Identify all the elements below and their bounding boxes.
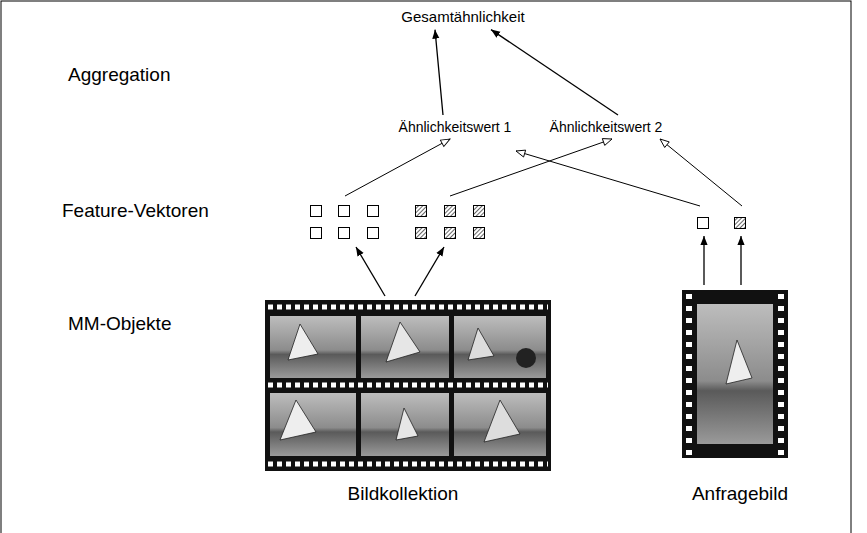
feature-arrow: [516, 151, 700, 206]
surfer: [516, 348, 536, 368]
hollow-arrows: [345, 139, 742, 206]
image-collection: [265, 300, 551, 471]
feature-square: [698, 218, 709, 229]
photo: [454, 393, 546, 456]
feature-arrow: [450, 139, 612, 196]
similarity-text: Gesamtähnlichkeit: [398, 7, 527, 26]
feature-square: [311, 228, 322, 239]
photo: [361, 393, 449, 456]
node-text: Gesamtähnlichkeit: [401, 8, 524, 25]
feature-square: [339, 228, 350, 239]
film-strip: [682, 290, 788, 458]
similarity-text: Ähnlichkeitswert 1: [396, 118, 515, 136]
sail: [280, 400, 316, 440]
feature-arrow: [660, 139, 742, 206]
extraction-arrow: [415, 247, 444, 296]
hatched-square: [445, 206, 456, 217]
hatched-square: [416, 228, 427, 239]
photo: [361, 316, 449, 378]
node-text: Ähnlichkeitswert 2: [550, 119, 663, 135]
feature-vectors-query: [698, 218, 746, 229]
image-caption: Anfragebild: [692, 483, 788, 505]
extraction-arrow: [740, 236, 741, 285]
hatched-square: [735, 218, 746, 229]
extraction-arrow: [356, 247, 385, 296]
film-sheet: [265, 300, 551, 471]
feature-arrow: [345, 139, 450, 196]
layer-label: MM-Objekte: [68, 313, 171, 335]
aggregation-arrow: [491, 30, 618, 115]
photo: [454, 316, 546, 378]
similarity-text: Ähnlichkeitswert 2: [547, 118, 666, 136]
feature-square: [339, 206, 350, 217]
hatched-square: [416, 206, 427, 217]
sprocket-holes: [686, 294, 692, 455]
sprocket-holes: [268, 383, 548, 388]
sail: [468, 328, 494, 360]
photo: [270, 316, 356, 378]
aggregation-arrow: [435, 30, 443, 115]
photo: [697, 304, 773, 444]
feature-square: [368, 206, 379, 217]
query-image: [682, 290, 788, 458]
outer-frame: [1, 1, 851, 533]
sail: [386, 322, 420, 362]
sail: [396, 408, 418, 440]
sprocket-holes: [268, 305, 548, 310]
image-caption: Bildkollektion: [348, 483, 459, 505]
feature-square: [368, 228, 379, 239]
extraction-arrow: [703, 236, 704, 285]
extraction-arrows: [356, 236, 741, 296]
sail: [484, 400, 520, 442]
hatched-square: [474, 206, 485, 217]
sail: [288, 324, 318, 360]
node-text: Ähnlichkeitswert 1: [399, 119, 512, 135]
hatched-square: [474, 228, 485, 239]
layer-label: Aggregation: [68, 64, 170, 86]
sprocket-holes: [778, 294, 784, 455]
photo: [270, 393, 356, 456]
sprocket-holes: [268, 462, 548, 467]
sail: [726, 340, 752, 384]
feature-vectors-collection: [311, 206, 485, 239]
layer-label: Feature-Vektoren: [62, 200, 209, 222]
feature-square: [311, 206, 322, 217]
hatched-square: [445, 228, 456, 239]
